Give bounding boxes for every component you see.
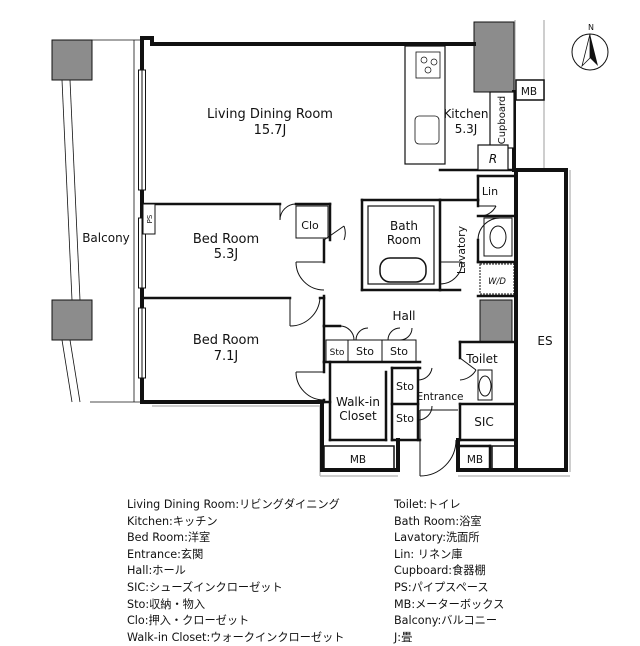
sto-label-4: Sto bbox=[396, 380, 414, 393]
walkin-label-1: Walk-in bbox=[336, 395, 380, 409]
wd-label: W/D bbox=[488, 277, 506, 287]
mb-bottom-left bbox=[323, 445, 395, 471]
toilet-label: Toilet bbox=[465, 352, 498, 366]
hall-label: Hall bbox=[392, 309, 415, 323]
clo-label: Clo bbox=[301, 219, 319, 232]
legend-item: Entrance:玄関 bbox=[127, 547, 204, 561]
bath-label-1: Bath bbox=[390, 219, 418, 233]
bed1-name: Bed Room bbox=[193, 232, 259, 247]
lin-label: Lin bbox=[482, 185, 498, 198]
sto-label-2: Sto bbox=[356, 345, 374, 358]
legend-item: Clo:押入・クローゼット bbox=[127, 614, 250, 628]
es-label: ES bbox=[537, 334, 552, 348]
ldk-size: 15.7J bbox=[254, 123, 287, 138]
pipe-space bbox=[142, 203, 156, 235]
balcony-column-top bbox=[51, 39, 93, 81]
doors bbox=[279, 203, 501, 477]
kitchen-counter bbox=[404, 45, 446, 165]
sto-label-1: Sto bbox=[330, 348, 345, 358]
floor-plan: N Living Dining Room 15.7J Kitchen 5.3J … bbox=[51, 20, 609, 477]
sto-label-5: Sto bbox=[396, 412, 414, 425]
legend-item: MB:メーターボックス bbox=[394, 597, 505, 611]
lavatory-label: Lavatory bbox=[455, 225, 468, 274]
basin-counter bbox=[483, 217, 513, 257]
bathtub-icon bbox=[379, 257, 427, 283]
basin-icon bbox=[489, 225, 507, 249]
north-arrow-icon bbox=[571, 33, 609, 71]
legend-item: Lin: リネン庫 bbox=[394, 547, 463, 561]
legend-item: Kitchen:キッチン bbox=[127, 514, 218, 528]
sic-label: SIC bbox=[474, 415, 494, 429]
ps-label: PS bbox=[146, 214, 154, 223]
toilet-icon bbox=[478, 375, 492, 397]
walkin-label-2: Closet bbox=[339, 409, 377, 423]
mb-top bbox=[515, 79, 545, 101]
cupboard-label: Cupboard bbox=[497, 96, 508, 145]
west-windows bbox=[138, 69, 146, 379]
legend-left: Living Dining Room:リビングダイニング Kitchen:キッチ… bbox=[127, 497, 344, 646]
legend-item: Cupboard:食器棚 bbox=[394, 564, 486, 578]
legend-item: Living Dining Room:リビングダイニング bbox=[127, 498, 340, 511]
structural-columns bbox=[473, 21, 515, 343]
storage-row bbox=[325, 339, 417, 363]
bed2-size: 7.1J bbox=[214, 349, 239, 364]
refrigerator-label: R bbox=[489, 152, 497, 166]
legend-item: Balcony:バルコニー bbox=[394, 614, 498, 628]
kitchen-size: 5.3J bbox=[455, 122, 478, 136]
toilet-tank bbox=[477, 369, 493, 401]
legend-item: J:畳 bbox=[394, 630, 413, 644]
sto-label-3: Sto bbox=[390, 345, 408, 358]
legend-item: SIC:シューズインクローゼット bbox=[127, 580, 283, 594]
legend-item: Walk-in Closet:ウォークインクローゼット bbox=[127, 630, 345, 644]
ldk-name: Living Dining Room bbox=[207, 107, 333, 122]
bath-label-2: Room bbox=[387, 233, 421, 247]
legend-item: PS:パイプスペース bbox=[394, 580, 489, 594]
balcony-railing bbox=[61, 39, 140, 403]
kitchen-name: Kitchen bbox=[443, 107, 488, 121]
refrigerator bbox=[477, 144, 509, 171]
washer-dryer bbox=[479, 263, 515, 295]
north-label: N bbox=[588, 23, 594, 32]
legend-item: Bath Room:浴室 bbox=[394, 514, 482, 528]
partitions bbox=[140, 168, 518, 472]
legend-right: Toilet:トイレ Bath Room:浴室 Lavatory:洗面所 Lin… bbox=[394, 497, 504, 646]
bathtub-frame bbox=[367, 205, 435, 285]
entrance-label: Entrance bbox=[416, 391, 463, 403]
mb-bottom-left-label: MB bbox=[350, 454, 366, 466]
bed1-size: 5.3J bbox=[214, 247, 239, 262]
mb-bottom-right-label: MB bbox=[467, 454, 483, 466]
balcony-label: Balcony bbox=[82, 231, 130, 245]
legend-item: Sto:収納・物入 bbox=[127, 597, 206, 611]
legend-item: Hall:ホール bbox=[127, 564, 186, 578]
legend-item: Bed Room:洋室 bbox=[127, 531, 211, 545]
legend-item: Toilet:トイレ bbox=[394, 498, 461, 511]
legend-item: Lavatory:洗面所 bbox=[394, 531, 480, 545]
balcony-column-bottom bbox=[51, 299, 93, 341]
mb-top-label: MB bbox=[521, 86, 537, 98]
mb-bottom-right-box bbox=[491, 445, 517, 471]
clo-box bbox=[295, 205, 329, 239]
bed2-name: Bed Room bbox=[193, 333, 259, 348]
